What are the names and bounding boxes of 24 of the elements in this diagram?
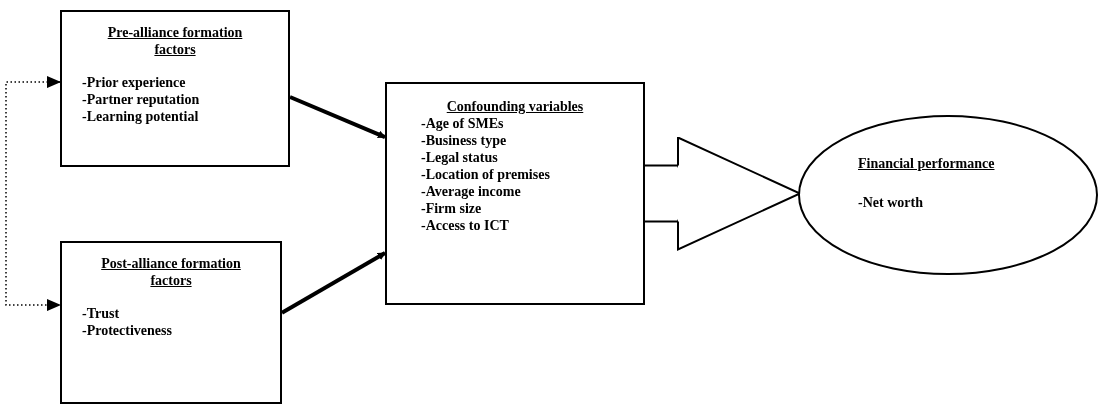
factor-box (385, 82, 645, 305)
list-item: -Location of premises (421, 166, 551, 183)
arrow (289, 95, 386, 139)
heading: Pre-alliance formation factors (106, 24, 244, 58)
list-item: -Trust (82, 305, 121, 322)
factor-box (60, 10, 290, 167)
list-item: -Partner reputation (82, 91, 201, 108)
heading: Financial performance (858, 155, 996, 172)
arrow (281, 251, 386, 315)
list-item: -Legal status (421, 149, 499, 166)
list-item: -Learning potential (82, 108, 200, 125)
list-item: -Access to ICT (421, 217, 510, 234)
list-item: -Firm size (421, 200, 483, 217)
heading: Post-alliance formation factors (100, 255, 242, 289)
outcome-ellipse (798, 115, 1098, 275)
list-item: -Protectiveness (82, 322, 173, 339)
list-item: -Age of SMEs (421, 115, 505, 132)
list-item: -Business type (421, 132, 508, 149)
arrow (5, 76, 61, 312)
list-item: -Prior experience (82, 74, 187, 91)
list-item: -Average income (421, 183, 522, 200)
heading: Confounding variables (445, 98, 585, 115)
factor-box (60, 241, 282, 404)
list-item: -Net worth (858, 194, 924, 211)
